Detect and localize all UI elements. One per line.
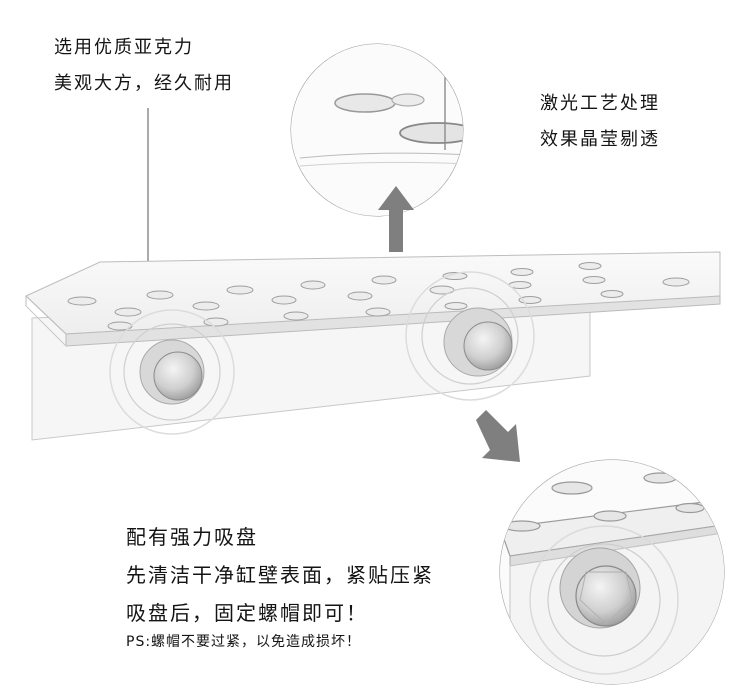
- zoom-suction-detail: [499, 459, 725, 685]
- laser-text-line2: 效果晶莹剔透: [540, 129, 660, 150]
- material-text-line2: 美观大方，经久耐用: [54, 73, 234, 94]
- laser-text-line1: 激光工艺处理: [540, 93, 660, 114]
- suction-cup-right: [405, 271, 535, 401]
- acrylic-rack: [25, 251, 721, 441]
- arrow-up-icon: [378, 186, 414, 252]
- suction-cup-left: [109, 309, 235, 435]
- arrow-down-right-icon: [476, 410, 520, 462]
- suction-text-line2: 先清洁干净缸壁表面，紧贴压紧: [126, 563, 434, 587]
- warning-note: PS:螺帽不要过紧，以免造成损坏！: [126, 634, 362, 650]
- suction-text-line1: 配有强力吸盘: [126, 525, 258, 549]
- zoom-laser-detail: [290, 43, 464, 217]
- material-text-line1: 选用优质亚克力: [54, 37, 194, 58]
- suction-text-line3: 吸盘后，固定螺帽即可！: [126, 601, 368, 625]
